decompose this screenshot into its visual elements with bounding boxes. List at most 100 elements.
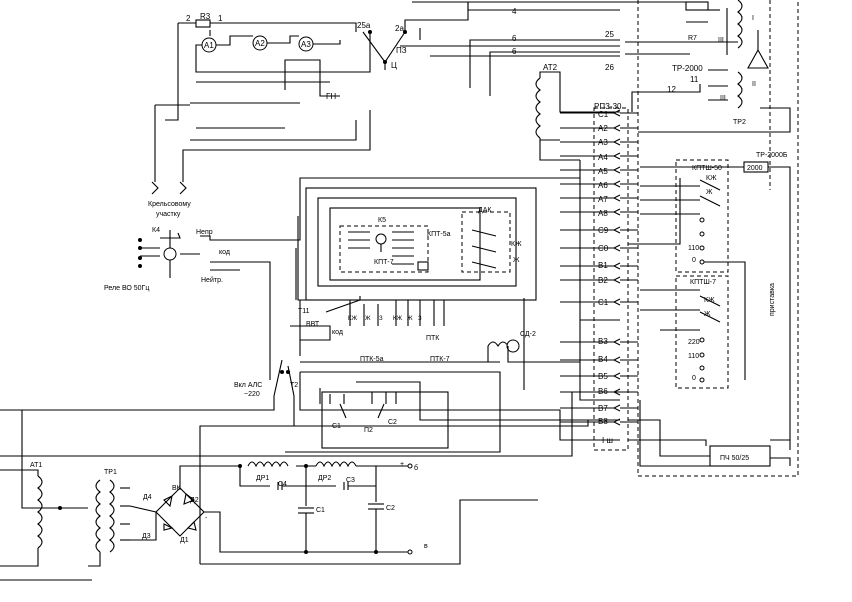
r7-label: R7 (688, 35, 697, 42)
d1-label: Д1 (180, 537, 189, 544)
n0-label: 0 (692, 257, 696, 264)
pch-converter (628, 400, 791, 467)
k5-label: К5 (378, 217, 386, 224)
gn-label: ГН (326, 92, 336, 101)
p3-label: ПЗ (396, 46, 407, 55)
wire-25-label: 25 (605, 30, 614, 39)
p2-label: П2 (364, 427, 373, 434)
sd2-coil (487, 339, 580, 363)
pch-label: ПЧ 50/25 (720, 455, 749, 462)
dak-zh: Ж (513, 257, 520, 264)
c4-label: С4 (278, 481, 287, 488)
ammeter-block (154, 2, 469, 182)
ptk-bus (285, 300, 501, 453)
zh-row-2: Ж (407, 316, 413, 322)
rail-circuit-label-2: участку (156, 211, 181, 218)
tr2000-switch (631, 84, 701, 112)
kod-label: код (219, 249, 230, 256)
v-label: в (424, 543, 428, 550)
n0-label-2: 0 (692, 375, 696, 382)
zh-label-2: Ж (704, 311, 711, 318)
winding-III-b: III (720, 95, 726, 102)
2a-label: 2а (395, 24, 404, 33)
terminal-chevron (612, 404, 621, 412)
nepr-label: Непр (196, 229, 213, 236)
rpz30-terminal-block (593, 0, 799, 477)
terminal-chevron (612, 208, 621, 216)
kzh-row: КЖ (348, 316, 357, 322)
box-2000-label: 2000 (747, 165, 763, 172)
terminal-chevron (612, 276, 621, 284)
terminal-chevron (612, 338, 621, 346)
d4-label: Д4 (143, 494, 152, 501)
ptk-label: ПТК (426, 335, 440, 342)
n220-label: 220 (688, 339, 700, 346)
at2-autotransformer (535, 71, 620, 161)
dak-kzh: КЖ (511, 241, 522, 248)
sd2-label: СД-2 (520, 331, 536, 338)
a1-label: A1 (204, 41, 214, 50)
k4-label: К4 (152, 227, 160, 234)
rail-circuit-label: Крельсовому (148, 201, 191, 208)
wire-6a-label: 6 (512, 34, 517, 43)
a3-label: A3 (301, 40, 311, 49)
kptsh50-block (628, 159, 791, 450)
at1-label: АТ1 (30, 462, 42, 469)
n110-label-2: 110 (688, 353, 699, 360)
winding-I: I (752, 15, 754, 22)
wire-6b-label: 6 (512, 47, 517, 56)
a2-label: A2 (255, 39, 265, 48)
terminal-c1: С1 (598, 110, 609, 119)
terminal-chevron (612, 180, 621, 188)
wire-4-label: 4 (512, 7, 517, 16)
dr2-label: ДР2 (318, 475, 331, 482)
terminal-a4: А4 (598, 153, 608, 162)
zh-row: Ж (365, 316, 371, 322)
tr1-label: ТР1 (104, 469, 117, 476)
rpz30-label: РПЗ-30 (594, 102, 622, 111)
bus-wires (0, 160, 620, 565)
pristavka-label: приставка (769, 283, 776, 316)
lc-filter (238, 461, 413, 555)
d3-label: Д3 (142, 533, 151, 540)
at2-label: АТ2 (543, 63, 558, 72)
ts-label: Ц (391, 61, 397, 70)
tr2000b-label: ТР-2000Б (756, 152, 788, 159)
t2-label: Т2 (290, 382, 298, 389)
tr1-transformer (0, 479, 130, 581)
top-wires (400, 1, 690, 96)
kptsh7-label: КПТШ-7 (690, 279, 716, 286)
ptk-terminal-row (290, 296, 445, 341)
terminal-a7: А7 (598, 195, 608, 204)
vkl-als-label: Вкл АЛС (234, 382, 262, 389)
kod2-label: код (332, 329, 343, 336)
rele-label: Реле ВО 50Гц (104, 285, 149, 292)
kptsh7-block (640, 275, 729, 389)
kzh-label-2: КЖ (704, 297, 715, 304)
winding-III: III (718, 37, 724, 44)
vk-label: ВК (172, 485, 182, 492)
t11-label: Т11 (298, 308, 310, 315)
pin-label: 2 (186, 14, 191, 23)
dak-label: ДАК (478, 207, 492, 214)
z-row: З (379, 316, 383, 322)
b-label: б (414, 464, 418, 472)
kzh-label: КЖ (706, 175, 717, 182)
terminal-wires (560, 109, 638, 426)
kptsh50-label: КПТШ-50 (692, 165, 722, 172)
terminal-chevron (612, 226, 621, 234)
terminal-chevron (612, 138, 621, 146)
terminal-chevron (612, 372, 621, 380)
ptk5a-label: ПТК-5а (360, 356, 384, 363)
terminal-chevron (612, 262, 621, 270)
terminal-a8: А8 (598, 209, 608, 218)
k4-relay (138, 177, 580, 380)
dr1-label: ДР1 (256, 475, 269, 482)
d2-label: Д2 (190, 497, 199, 504)
vvt-label: ВВТ (306, 321, 320, 328)
terminal-chevron (612, 166, 621, 174)
rail-circuit-connectors (151, 181, 187, 195)
c2-p2-label: С2 (388, 419, 397, 426)
pin-label: 1 (218, 14, 223, 23)
